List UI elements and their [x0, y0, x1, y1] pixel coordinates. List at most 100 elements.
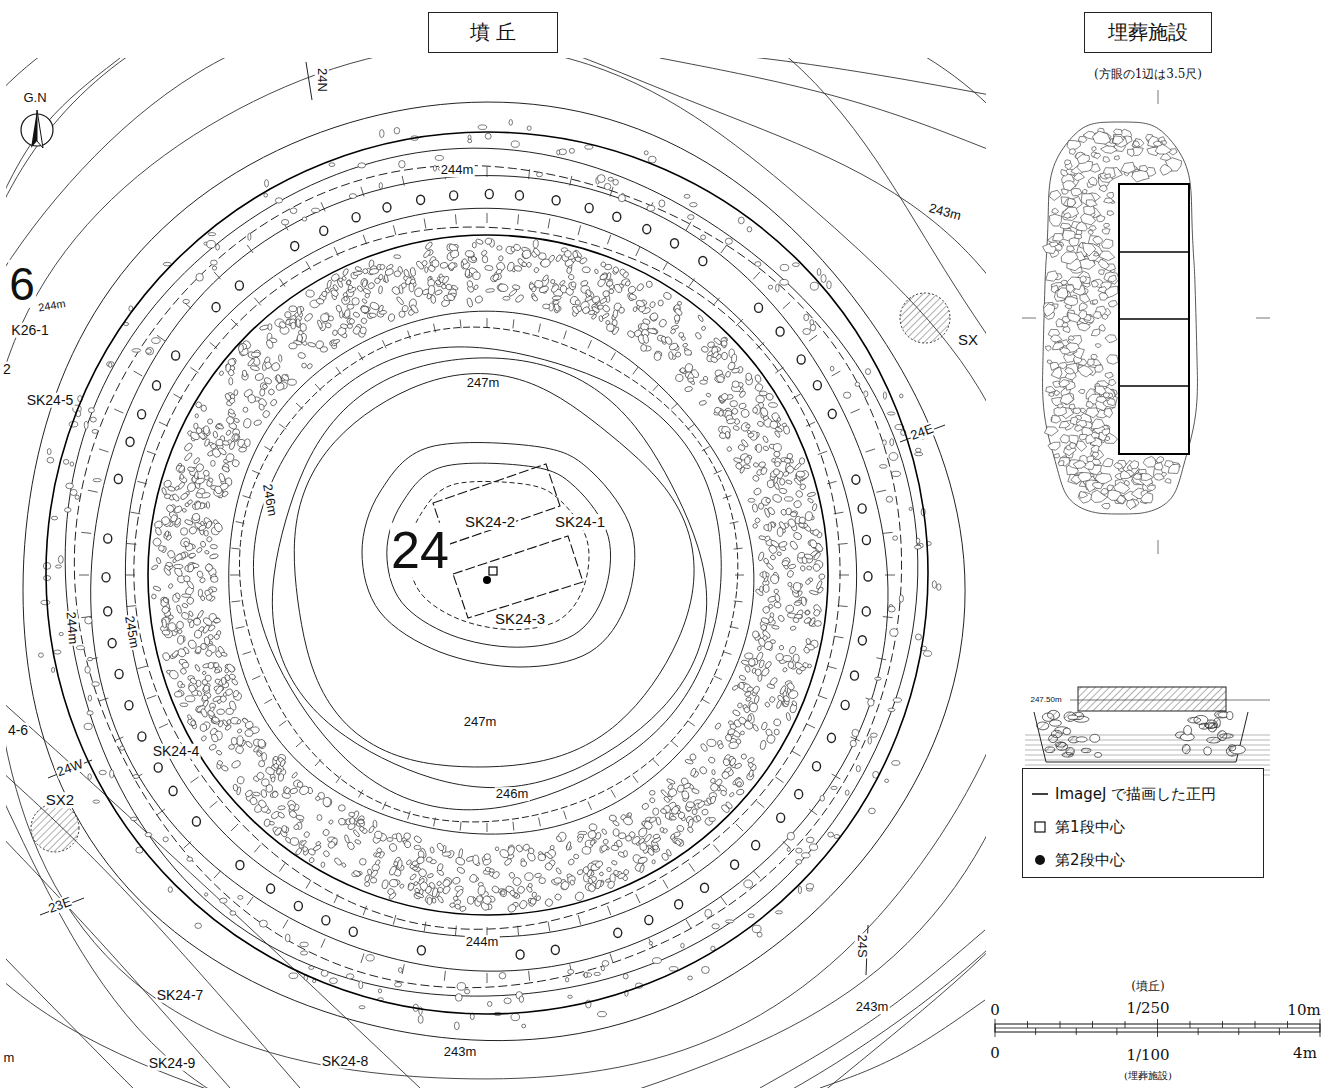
- stone: [692, 815, 701, 824]
- slope-tick: [361, 187, 364, 197]
- stone: [772, 493, 783, 503]
- stone: [415, 260, 425, 270]
- stone: [256, 751, 262, 757]
- stone: [745, 373, 752, 381]
- stone: [262, 383, 268, 389]
- slope-tick: [714, 470, 722, 474]
- stone: [492, 273, 500, 282]
- stone: [251, 352, 260, 357]
- stone: [204, 674, 212, 682]
- slope-tick: [851, 409, 860, 413]
- stone: [498, 283, 508, 292]
- terrain-contour: [6, 58, 986, 1079]
- stone: [183, 299, 190, 303]
- slope-tick: [714, 676, 722, 680]
- stone: [291, 322, 296, 329]
- stone: [221, 677, 226, 685]
- slope-tick: [570, 176, 572, 186]
- stone: [533, 239, 539, 248]
- stone: [633, 306, 638, 312]
- stone: [379, 264, 386, 271]
- stone: [154, 527, 162, 536]
- stone: [782, 557, 792, 566]
- stone: [468, 135, 471, 139]
- stone: [788, 645, 796, 654]
- stone: [810, 282, 818, 290]
- stone: [214, 618, 221, 623]
- stone: [503, 296, 510, 300]
- stone: [522, 843, 531, 852]
- stone: [731, 368, 740, 374]
- stone: [814, 620, 821, 626]
- stone: [239, 447, 247, 452]
- stone: [225, 452, 235, 463]
- stone: [701, 326, 707, 332]
- stone: [755, 262, 761, 267]
- stone: [681, 943, 685, 948]
- stone: [790, 626, 796, 631]
- stone: [694, 332, 702, 340]
- slope-tick: [315, 759, 321, 766]
- stone: [806, 638, 811, 644]
- stone: [601, 828, 607, 835]
- slope-tick: [243, 496, 252, 499]
- stone: [688, 378, 694, 383]
- stone: [279, 759, 286, 767]
- stone: [670, 328, 676, 334]
- stone: [194, 630, 203, 639]
- stone: [753, 487, 763, 496]
- stone: [788, 661, 795, 669]
- stone: [738, 682, 745, 690]
- stone: [415, 892, 424, 898]
- slope-tick: [210, 801, 218, 807]
- stone: [776, 700, 783, 709]
- stone: [306, 363, 313, 370]
- stone: [754, 382, 764, 392]
- stone: [244, 720, 254, 730]
- slope-tick: [611, 352, 616, 360]
- slope-tick: [264, 699, 272, 704]
- stone: [219, 695, 228, 704]
- slope-tick: [125, 575, 135, 576]
- stone: [763, 415, 770, 421]
- stone: [171, 650, 179, 658]
- stone: [174, 564, 183, 568]
- stone: [161, 605, 171, 615]
- stone: [196, 427, 203, 434]
- stone: [352, 298, 359, 305]
- stone: [211, 716, 219, 723]
- slope-tick: [424, 218, 426, 228]
- stone: [748, 914, 754, 918]
- slope-tick: [173, 394, 182, 399]
- stone: [180, 528, 187, 536]
- stone: [196, 570, 204, 578]
- stone: [748, 715, 752, 721]
- stone: [521, 250, 531, 260]
- stone: [827, 281, 832, 289]
- stone: [600, 844, 609, 853]
- slope-tick: [809, 335, 817, 341]
- stone: [773, 451, 780, 458]
- stone: [428, 881, 436, 889]
- stone: [353, 829, 361, 837]
- slope-tick: [653, 384, 659, 391]
- stone: [758, 503, 764, 510]
- stone: [807, 492, 816, 498]
- slope-tick: [296, 403, 303, 409]
- slope-tick: [757, 801, 765, 807]
- stone: [211, 576, 219, 583]
- stone: [184, 452, 193, 462]
- stone: [708, 756, 716, 764]
- stone: [675, 351, 682, 357]
- stone: [786, 712, 792, 721]
- stone: [195, 646, 203, 654]
- stone: [887, 412, 895, 415]
- stone: [432, 260, 439, 268]
- stone: [812, 563, 822, 573]
- stone: [177, 635, 185, 645]
- stone: [238, 344, 244, 352]
- slope-tick: [252, 676, 260, 680]
- stone: [231, 737, 237, 745]
- stone: [612, 326, 620, 335]
- stone: [409, 283, 415, 292]
